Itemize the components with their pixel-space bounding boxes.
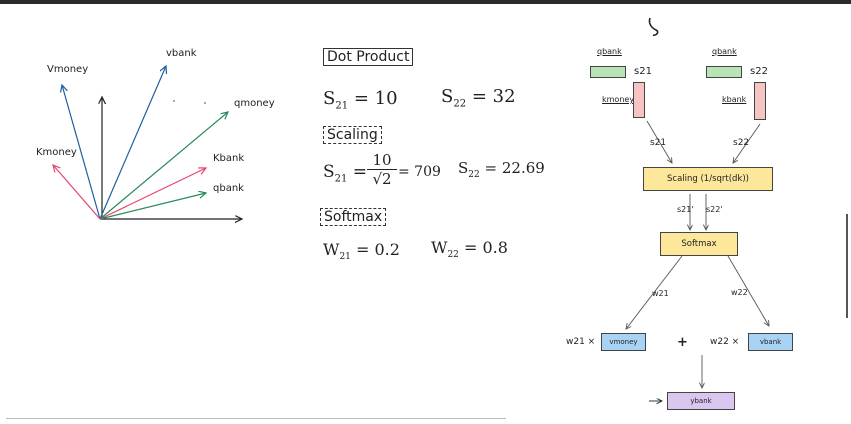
qbank-left-label: qbank: [597, 47, 622, 56]
w22-subscript: 22: [447, 250, 459, 261]
w22-value: = 0.8: [464, 238, 508, 257]
s21-subscript: 21: [335, 100, 349, 112]
kbank-box: [754, 82, 766, 120]
s22-prime-equation: S22 = 22.69: [458, 159, 545, 180]
curly-arrow-icon: [648, 17, 659, 36]
s22-prime-symbol: S: [458, 159, 469, 177]
qbank-right-box: [706, 66, 742, 78]
s21-top-label: s21: [634, 66, 652, 77]
w21-value: = 0.2: [356, 240, 400, 259]
qmoney-vector: [99, 112, 228, 220]
w21-times-label: w21 ×: [566, 337, 596, 347]
arrow-softmax-to-vbank: [727, 255, 769, 326]
kmoney-label-flow: kmoney: [602, 95, 635, 104]
qbank-vector: [99, 193, 206, 220]
fraction-denominator: √2: [372, 170, 392, 188]
top-window-bar: [0, 0, 851, 4]
scaling-box: Scaling (1/sqrt(dk)): [643, 167, 773, 191]
arrow-softmax-to-vmoney: [626, 255, 683, 329]
kbank-vector: [99, 168, 206, 220]
vbank-label: vbank: [166, 48, 197, 59]
w21-label: w21: [652, 289, 669, 298]
softmax-box: Softmax: [660, 232, 738, 256]
kbank-label-flow: kbank: [722, 95, 747, 104]
vbank-box: vbank: [748, 333, 793, 351]
qbank-right-label: qbank: [712, 47, 737, 56]
s22-prime-label: s22': [706, 205, 723, 214]
ybank-box: ybank: [667, 392, 735, 410]
s21-mid-label: s21: [650, 138, 667, 148]
vmoney-vector: [62, 85, 101, 220]
w21-symbol: W: [323, 240, 340, 259]
vertical-scrollbar[interactable]: [846, 214, 848, 318]
w22-symbol: W: [431, 238, 448, 257]
dot-product-title: Dot Product: [323, 48, 414, 66]
s21-prime-subscript: 21: [334, 173, 348, 185]
softmax-title: Softmax: [320, 208, 387, 226]
kmoney-label: Kmoney: [36, 147, 77, 158]
kbank-label: Kbank: [213, 153, 245, 164]
s21-value: = 10: [353, 88, 398, 109]
fraction-numerator: 10: [367, 151, 397, 170]
s22-value: = 32: [471, 86, 516, 107]
qbank-label: qbank: [213, 183, 244, 194]
vmoney-label: Vmoney: [47, 64, 89, 75]
qbank-left-box: [590, 66, 626, 78]
arrow-s22-to-scaling: [733, 123, 761, 163]
s22-subscript: 22: [453, 98, 467, 110]
fraction: 10 √2: [367, 151, 397, 188]
s22-top-label: s22: [750, 66, 768, 77]
s21-prime-equation: S21 =: [323, 162, 368, 185]
s21-equation: S21 = 10: [323, 88, 398, 112]
arrow-s21-to-scaling: [646, 120, 672, 163]
s22-equation: S22 = 32: [441, 86, 516, 110]
vbank-vector: [99, 66, 166, 220]
kmoney-vector: [53, 165, 101, 220]
qmoney-label: qmoney: [234, 98, 275, 109]
s21-symbol: S: [323, 88, 336, 109]
s22-mid-label: s22: [733, 138, 750, 148]
s21-prime-value: = 709: [398, 164, 441, 180]
w21-subscript: 21: [339, 252, 351, 263]
w22-label: w22: [731, 288, 748, 297]
s22-prime-value: = 22.69: [484, 159, 545, 177]
w21-equation: W21 = 0.2: [323, 240, 400, 262]
s21-prime-label: s21': [677, 205, 694, 214]
s22-prime-subscript: 22: [468, 170, 480, 180]
vmoney-box: vmoney: [601, 333, 646, 351]
s21-prime-symbol: S: [323, 162, 335, 182]
kmoney-box: [633, 82, 645, 118]
bottom-divider: [6, 418, 506, 419]
plus-sign: +: [677, 335, 688, 350]
s22-symbol: S: [441, 86, 454, 107]
scaling-title: Scaling: [323, 126, 382, 144]
w22-equation: W22 = 0.8: [431, 238, 508, 260]
w22-times-label: w22 ×: [710, 337, 740, 347]
